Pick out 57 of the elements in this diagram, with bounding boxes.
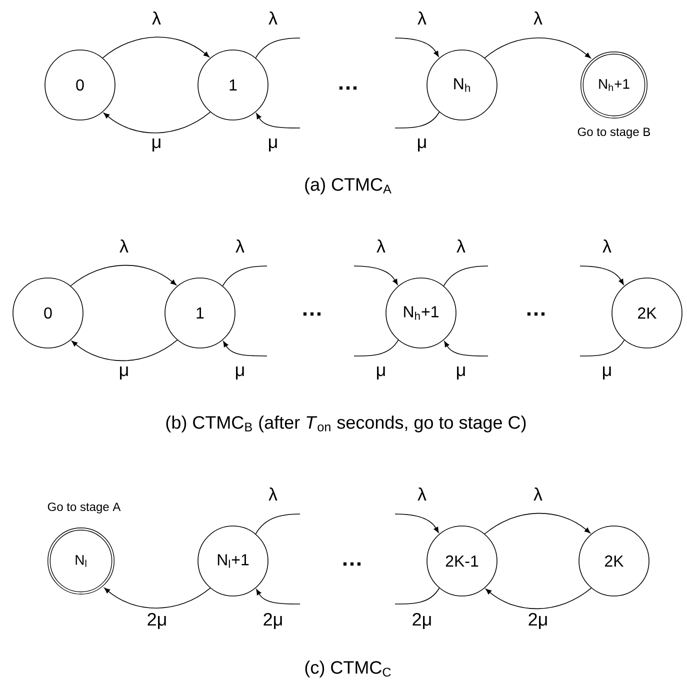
transition-line	[255, 514, 300, 534]
edge-label: μ	[236, 366, 244, 380]
edge-label: λ	[268, 11, 278, 25]
transition-arrow	[484, 512, 590, 534]
stage-note: Go to stage A	[48, 502, 121, 514]
transition-arrow	[486, 588, 592, 610]
edge-label: λ	[602, 239, 612, 253]
transition-arrow	[354, 266, 398, 285]
edge-label: λ	[456, 239, 466, 253]
edge-label: 2μ	[148, 612, 166, 629]
transition-arrow	[104, 112, 211, 134]
transition-arrow	[70, 264, 176, 286]
edge-label: μ	[120, 366, 128, 380]
edge-label: λ	[534, 11, 542, 25]
ellipsis: …	[303, 312, 320, 316]
edge-label: 2μ	[264, 612, 282, 629]
transition-arrow	[444, 341, 488, 356]
transition-arrow	[394, 38, 439, 57]
transition-line	[255, 38, 300, 58]
edge-label: λ	[236, 239, 244, 253]
transition-arrow	[256, 113, 300, 128]
edge-label: 2μ	[528, 612, 547, 629]
edge-label: μ	[269, 138, 277, 152]
transition-line	[443, 266, 488, 286]
transition-arrow	[104, 588, 211, 608]
caption: (b) CTMC$_{B}$ (after T$_{on}$ seconds, go to stage C)	[166, 416, 526, 432]
edge-label: 2μ	[412, 612, 431, 629]
edge-label: λ	[534, 487, 542, 501]
edge-label: μ	[152, 138, 160, 152]
caption: (c) CTMC$_{C}$	[305, 660, 391, 678]
edge-label: λ	[120, 239, 128, 253]
edge-label: λ	[152, 11, 161, 25]
transition-line	[394, 588, 440, 604]
transition-line	[222, 266, 268, 286]
transition-arrow	[256, 589, 300, 604]
transition-arrow	[223, 341, 268, 356]
caption: (a) CTMC$_{A}$	[305, 178, 392, 194]
transition-arrow	[72, 340, 178, 362]
edge-label: μ	[418, 138, 426, 152]
edge-label: λ	[418, 11, 426, 25]
transition-arrow	[580, 266, 624, 285]
edge-label: μ	[603, 366, 611, 380]
edge-label: λ	[376, 239, 386, 253]
ellipsis: …	[343, 562, 360, 566]
edge-label: λ	[418, 487, 426, 501]
transition-line	[394, 112, 440, 128]
edge-label: μ	[377, 366, 385, 380]
edge-label: λ	[268, 487, 278, 501]
edge-label: μ	[457, 366, 465, 380]
stage-note: Go to stage B	[578, 128, 650, 138]
ellipsis: …	[339, 86, 356, 90]
transition-arrow	[394, 514, 439, 533]
transition-arrow	[484, 38, 591, 58]
transition-arrow	[102, 36, 210, 58]
transition-line	[354, 340, 399, 356]
transition-line	[580, 340, 625, 356]
ellipsis: …	[527, 312, 544, 316]
